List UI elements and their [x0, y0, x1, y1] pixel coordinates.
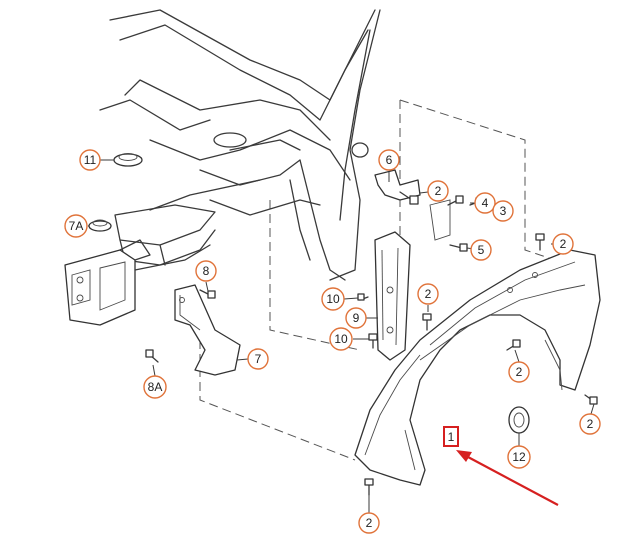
svg-text:2: 2 — [425, 287, 432, 301]
grommet-12 — [508, 406, 530, 434]
callout-4: 4 — [474, 192, 496, 214]
svg-text:7A: 7A — [69, 219, 84, 233]
svg-text:5: 5 — [478, 243, 485, 257]
svg-text:9: 9 — [353, 311, 360, 325]
bolts — [145, 191, 598, 496]
svg-text:2: 2 — [587, 417, 594, 431]
callout-9: 9 — [345, 307, 367, 329]
svg-text:4: 4 — [482, 196, 489, 210]
svg-text:12: 12 — [512, 450, 526, 464]
svg-text:2: 2 — [366, 516, 373, 530]
red-arrow — [456, 450, 559, 506]
callout-6: 6 — [378, 149, 400, 171]
bracket-6 — [374, 169, 451, 241]
part-1-label: 1 — [448, 430, 455, 444]
part-1-highlight: 1 — [443, 426, 459, 447]
svg-text:8A: 8A — [148, 380, 163, 394]
callout-2-b: 2 — [552, 233, 574, 255]
bracket-7 — [174, 284, 241, 376]
callout-10-b: 10 — [329, 327, 353, 351]
svg-text:7: 7 — [255, 352, 262, 366]
callout-2-d: 2 — [508, 361, 530, 383]
grommet-11 — [113, 153, 143, 167]
callout-2-c: 2 — [417, 283, 439, 305]
svg-text:2: 2 — [435, 184, 442, 198]
callout-3: 3 — [492, 200, 514, 222]
callout-5: 5 — [470, 239, 492, 261]
svg-text:2: 2 — [516, 365, 523, 379]
fender-panel — [354, 249, 601, 486]
front-crossmember — [64, 239, 211, 326]
callout-2-f: 2 — [358, 512, 380, 534]
callout-7a: 7A — [64, 214, 88, 238]
svg-text:2: 2 — [560, 237, 567, 251]
callout-11: 11 — [79, 149, 101, 171]
callout-8a: 8A — [143, 375, 167, 399]
svg-text:10: 10 — [326, 292, 340, 306]
grommet-7a — [88, 219, 112, 232]
svg-text:6: 6 — [386, 153, 393, 167]
svg-text:3: 3 — [500, 204, 507, 218]
svg-text:11: 11 — [84, 153, 97, 167]
callout-12: 12 — [507, 445, 531, 469]
body-frame — [99, 9, 381, 281]
svg-text:10: 10 — [334, 332, 348, 346]
callout-7: 7 — [247, 348, 269, 370]
bracket-9 — [374, 231, 411, 361]
callout-8: 8 — [195, 260, 217, 282]
callout-10-a: 10 — [321, 287, 345, 311]
callout-2-a: 2 — [427, 180, 449, 202]
svg-text:8: 8 — [203, 264, 210, 278]
callout-2-e: 2 — [579, 413, 601, 435]
